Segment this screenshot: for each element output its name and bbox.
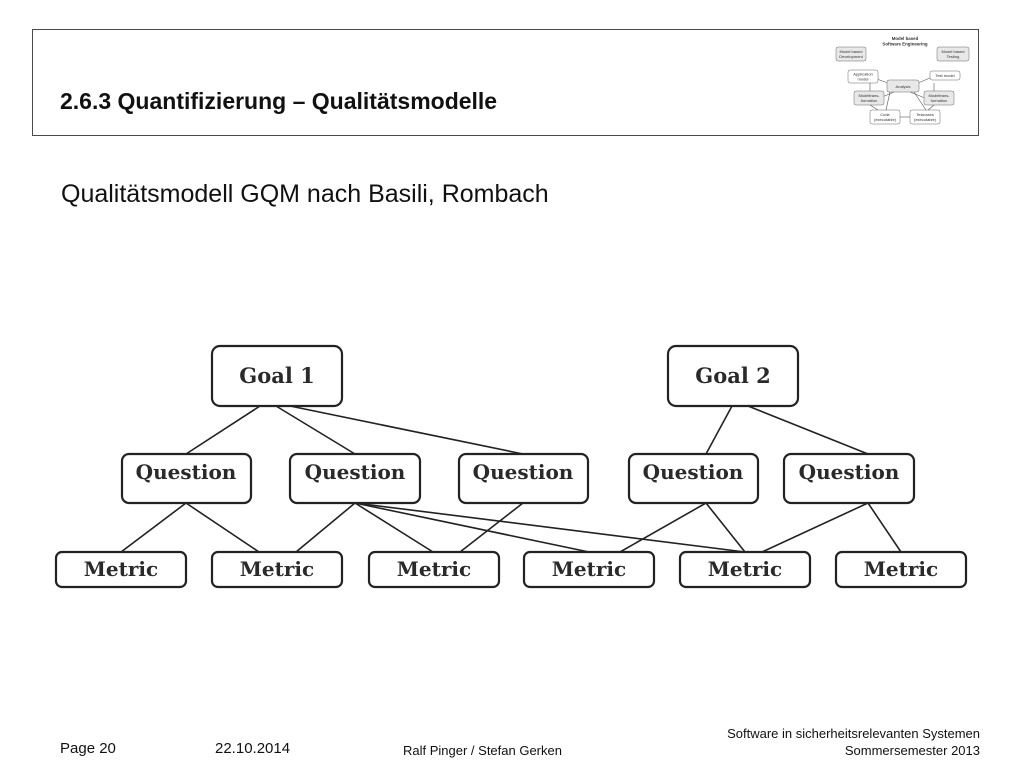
logo-node-analysis: Analysis xyxy=(886,79,920,93)
edge-question5-metric6 xyxy=(867,502,902,553)
logo-code-line1: Code xyxy=(880,112,890,117)
logo-node-code: Code (executable) xyxy=(869,109,901,125)
metric-node: Metric xyxy=(834,550,968,589)
logo-test-model: Test model xyxy=(935,73,954,78)
metric-node: Metric xyxy=(522,550,656,589)
metric-node: Metric xyxy=(210,550,344,589)
logo-testcases-line1: Testcases xyxy=(916,112,934,117)
slide-subtitle: Qualitätsmodell GQM nach Basili, Rombach xyxy=(61,180,549,208)
metric-label: Metric xyxy=(397,557,471,581)
edge-question5-metric5 xyxy=(761,502,869,553)
goal-node: Goal 2 xyxy=(666,344,800,408)
metric-node: Metric xyxy=(678,550,812,589)
footer-course-line2: Sommersemester 2013 xyxy=(844,743,980,758)
metric-label: Metric xyxy=(552,557,626,581)
logo-node-development: Model based Development xyxy=(835,46,867,62)
edge-goal2-question5 xyxy=(747,405,869,455)
footer-course: Software in sicherheitsrelevanten System… xyxy=(727,725,980,759)
edge-question2-metric5 xyxy=(354,502,746,553)
logo-node-testing: Model based Testing xyxy=(936,46,970,62)
gqm-connectors xyxy=(120,405,902,553)
logo-title-line1: Model based xyxy=(892,36,919,41)
logo-node-modeltransformation-left: Modeltrans- formation xyxy=(853,90,885,106)
model-based-se-diagram: Model based Software Engineering Model b… xyxy=(835,36,970,125)
logo-development-line1: Model based xyxy=(840,49,863,54)
edge-question4-metric5 xyxy=(705,502,746,553)
edge-goal2-question4 xyxy=(705,405,733,455)
logo-title-line2: Software Engineering xyxy=(882,42,927,47)
logo-mt-left-line2: formation xyxy=(861,98,878,103)
logo-node-testcases: Testcases (executable) xyxy=(909,109,941,125)
question-label: Question xyxy=(136,460,237,484)
metric-label: Metric xyxy=(84,557,158,581)
edge-goal1-question2 xyxy=(275,405,356,455)
logo-node-application-model: Application model xyxy=(847,69,879,84)
metric-label: Metric xyxy=(864,557,938,581)
question-label: Question xyxy=(799,460,900,484)
question-node: Question xyxy=(120,452,253,505)
logo-testing-line1: Model based xyxy=(942,49,965,54)
question-node: Question xyxy=(457,452,590,505)
logo-mt-right-line2: formation xyxy=(931,98,948,103)
logo-mt-right-line1: Modeltrans- xyxy=(928,93,950,98)
logo-application-line1: Application xyxy=(853,72,873,77)
edge-question3-metric3 xyxy=(459,502,524,553)
logo-testcases-line2: (executable) xyxy=(914,117,937,122)
footer-authors: Ralf Pinger / Stefan Gerken xyxy=(403,743,562,758)
logo-node-test-model: Test model xyxy=(929,70,961,81)
metric-node: Metric xyxy=(54,550,188,589)
logo-development-line2: Development xyxy=(839,54,863,59)
footer-date: 22.10.2014 xyxy=(215,740,291,757)
gqm-diagram: Goal 1 Goal 2 Question Question Question… xyxy=(54,344,968,589)
page-number: Page 20 xyxy=(60,740,116,757)
logo-code-line2: (executable) xyxy=(874,117,897,122)
edge-question1-metric2 xyxy=(185,502,260,553)
logo-node-modeltransformation-right: Modeltrans- formation xyxy=(923,90,955,106)
logo-mt-left-line1: Modeltrans- xyxy=(858,93,880,98)
footer-course-line1: Software in sicherheitsrelevanten System… xyxy=(727,726,980,741)
metric-label: Metric xyxy=(708,557,782,581)
metric-node: Metric xyxy=(367,550,501,589)
header-box xyxy=(32,29,979,136)
question-node: Question xyxy=(627,452,760,505)
logo-analysis: Analysis xyxy=(896,84,911,89)
slide-title: 2.6.3 Quantifizierung – Qualitätsmodelle xyxy=(60,88,498,114)
edge-goal1-question3 xyxy=(289,405,524,455)
edge-question4-metric4 xyxy=(619,502,707,553)
question-label: Question xyxy=(473,460,574,484)
goal-node: Goal 1 xyxy=(210,344,344,408)
question-label: Question xyxy=(305,460,406,484)
logo-application-line2: model xyxy=(858,77,869,82)
metric-label: Metric xyxy=(240,557,314,581)
edge-question1-metric1 xyxy=(120,502,187,553)
goal-label: Goal 2 xyxy=(695,363,770,388)
question-label: Question xyxy=(643,460,744,484)
goal-label: Goal 1 xyxy=(239,363,314,388)
question-node: Question xyxy=(782,452,916,505)
edge-goal1-question1 xyxy=(185,405,261,455)
edge-question2-metric3 xyxy=(354,502,434,553)
logo-testing-line2: Testing xyxy=(947,54,960,59)
edge-question2-metric4 xyxy=(354,502,590,553)
question-node: Question xyxy=(288,452,422,505)
edge-question2-metric2 xyxy=(295,502,356,553)
